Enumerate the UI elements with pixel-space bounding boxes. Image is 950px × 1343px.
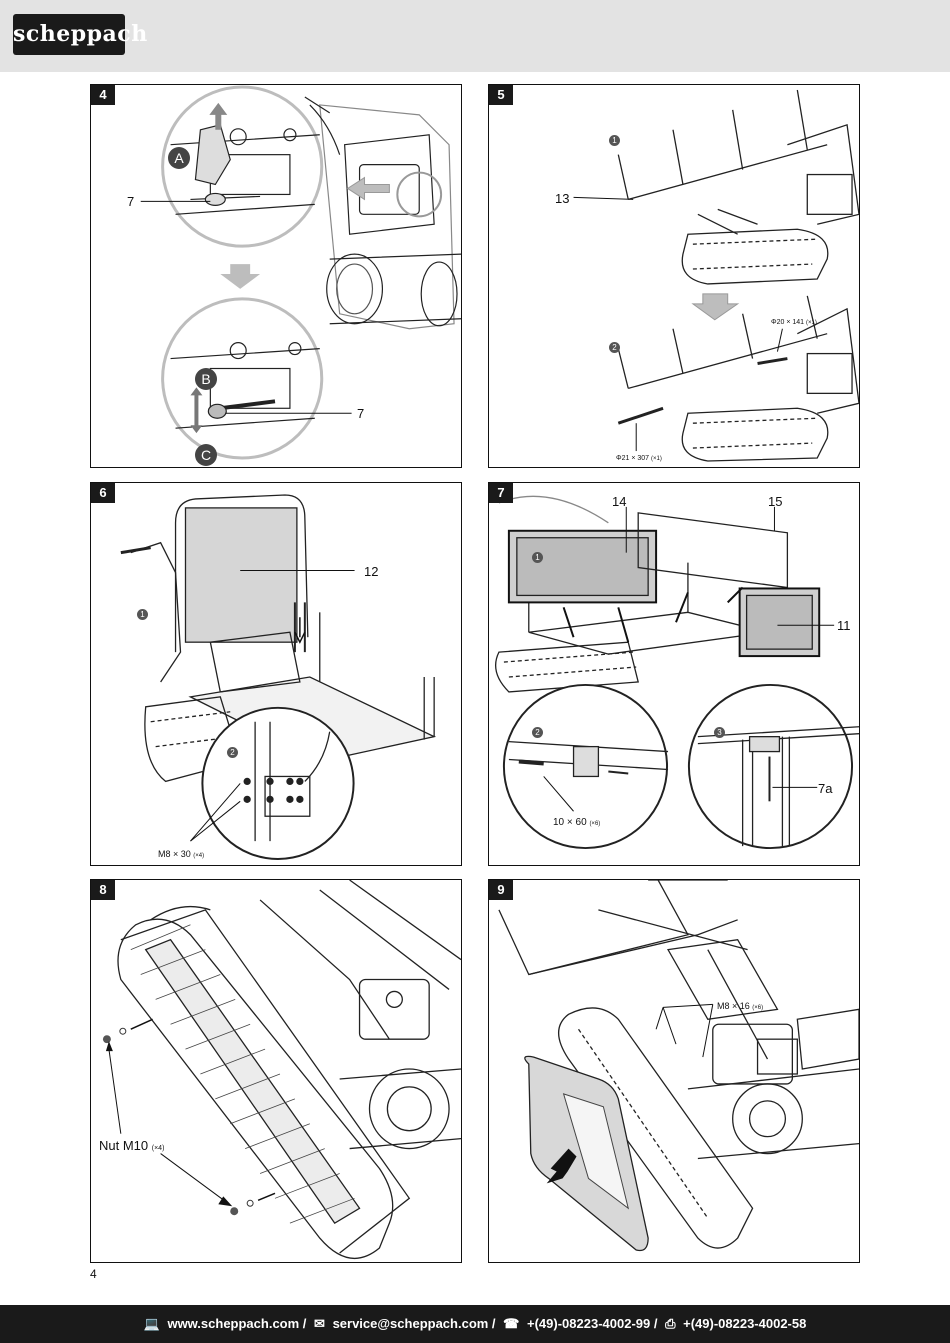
page-header: scheppach <box>0 0 950 72</box>
part-number-label: 7a <box>818 781 833 796</box>
figure-panel-8: 8 Nut M10 (×4) <box>90 879 462 1263</box>
nut-size-label: Nut M10 (×4) <box>99 1138 165 1153</box>
pin-size-label: Φ21 × 307 (×1) <box>616 455 662 462</box>
figure-panel-7: 7 <box>488 482 860 866</box>
monitor-icon: 💻 <box>143 1316 160 1331</box>
figure-8-drawing <box>102 880 461 1260</box>
callout-c: C <box>195 444 217 466</box>
brand-logo: scheppach <box>13 14 147 55</box>
figure-panel-9: 9 M8 × 16 (×6) <box>488 879 860 1263</box>
figure-6-drawing <box>120 494 437 860</box>
callout-b: B <box>195 368 217 390</box>
part-number-label: 11 <box>837 618 851 633</box>
phone-number: +(49)-08223-4002-99 / <box>527 1316 658 1331</box>
figure-4-drawing <box>140 85 461 460</box>
step-marker-3: 3 <box>714 727 725 738</box>
step-marker-2: 2 <box>609 342 620 353</box>
part-number-label: 14 <box>612 494 627 509</box>
step-marker-2: 2 <box>227 747 238 758</box>
figure-number: 5 <box>489 85 513 105</box>
pin-size-label: Φ20 × 141 (×1) <box>771 319 817 326</box>
part-number-label: 15 <box>768 494 783 509</box>
fax-icon: ⎙ <box>665 1316 676 1331</box>
figure-number: 6 <box>91 483 115 503</box>
step-marker-1: 1 <box>137 609 148 620</box>
callout-a: A <box>168 147 190 169</box>
page-footer: 💻 www.scheppach.com / ✉ service@scheppac… <box>0 1305 950 1343</box>
email-link[interactable]: service@scheppach.com / <box>332 1316 496 1331</box>
figure-panel-5: 5 13 1 2 Φ20 × 141 (×1 <box>488 84 860 468</box>
fax-number: +(49)-08223-4002-58 <box>683 1316 807 1331</box>
figure-number: 4 <box>91 85 115 105</box>
step-marker-2: 2 <box>532 727 543 738</box>
part-number-label: 13 <box>555 191 570 206</box>
website-link[interactable]: www.scheppach.com / <box>167 1316 307 1331</box>
step-marker-1: 1 <box>532 552 543 563</box>
phone-icon: ☎ <box>503 1316 520 1331</box>
page-number: 4 <box>90 1267 97 1281</box>
figure-number: 7 <box>489 483 513 503</box>
part-number-label: 7 <box>357 406 365 421</box>
part-number-label: 7 <box>127 194 135 209</box>
step-marker-1: 1 <box>609 135 620 146</box>
screw-size-label: M8 × 16 (×6) <box>717 1001 764 1011</box>
screw-size-label: M8 × 30 (×4) <box>158 849 205 859</box>
part-number-label: 12 <box>364 564 379 579</box>
figure-number: 9 <box>489 880 513 900</box>
figure-5-drawing <box>573 89 859 462</box>
figure-panel-6: 6 <box>90 482 462 866</box>
figure-panel-4: 4 <box>90 84 462 468</box>
figure-7-drawing <box>495 495 859 850</box>
figure-9-drawing <box>498 880 859 1252</box>
pin-size-label: 10 × 60 (×6) <box>553 817 601 828</box>
mail-icon: ✉ <box>314 1316 325 1331</box>
figure-number: 8 <box>91 880 115 900</box>
